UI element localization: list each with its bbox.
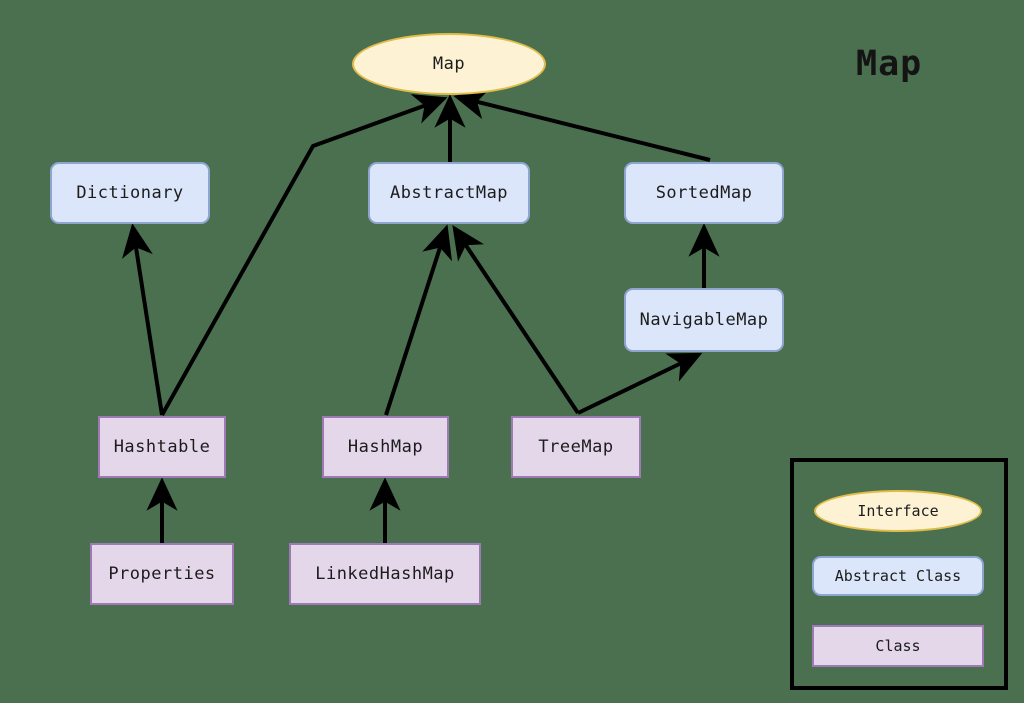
legend-item-abstract-class: Abstract Class <box>812 556 984 596</box>
legend-item-class: Class <box>812 625 984 667</box>
edge-hashtable-to-map <box>160 94 448 416</box>
node-map[interactable]: Map <box>352 33 546 95</box>
node-properties[interactable]: Properties <box>90 543 234 605</box>
legend-panel <box>790 458 1008 690</box>
edge-hashmap-to-abstractmap <box>384 224 453 416</box>
diagram-title: Map <box>856 44 923 84</box>
node-abstractmap[interactable]: AbstractMap <box>368 162 530 224</box>
node-navigablemap[interactable]: NavigableMap <box>624 288 784 352</box>
node-sortedmap[interactable]: SortedMap <box>624 162 784 224</box>
edge-hashtable-to-dictionary <box>121 223 164 416</box>
node-hashmap[interactable]: HashMap <box>322 416 449 478</box>
node-hashtable[interactable]: Hashtable <box>98 416 226 478</box>
edge-treemap-to-navigablemap <box>577 352 703 415</box>
edge-sortedmap-to-map <box>453 88 711 162</box>
node-linkedhashmap[interactable]: LinkedHashMap <box>289 543 481 605</box>
edge-treemap-to-abstractmap <box>452 225 580 415</box>
node-dictionary[interactable]: Dictionary <box>50 162 210 224</box>
legend-item-interface: Interface <box>814 490 982 532</box>
node-treemap[interactable]: TreeMap <box>511 416 641 478</box>
